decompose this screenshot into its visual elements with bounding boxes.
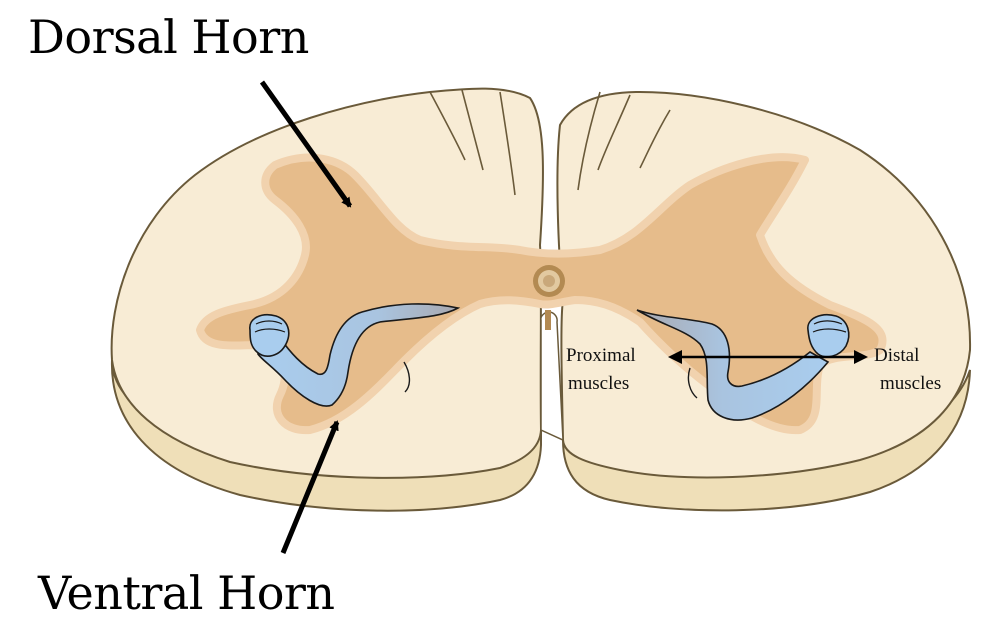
distal-label-line2: muscles xyxy=(880,373,941,394)
proximal-label-line2: muscles xyxy=(568,373,629,394)
central-canal xyxy=(533,265,565,297)
ventral-fissure xyxy=(541,312,563,440)
dorsal-horn-label: Dorsal Horn xyxy=(28,10,309,64)
proximal-label-line1: Proximal xyxy=(566,345,636,366)
ventral-horn-label: Ventral Horn xyxy=(38,566,335,620)
distal-label-line1: Distal xyxy=(874,345,919,366)
